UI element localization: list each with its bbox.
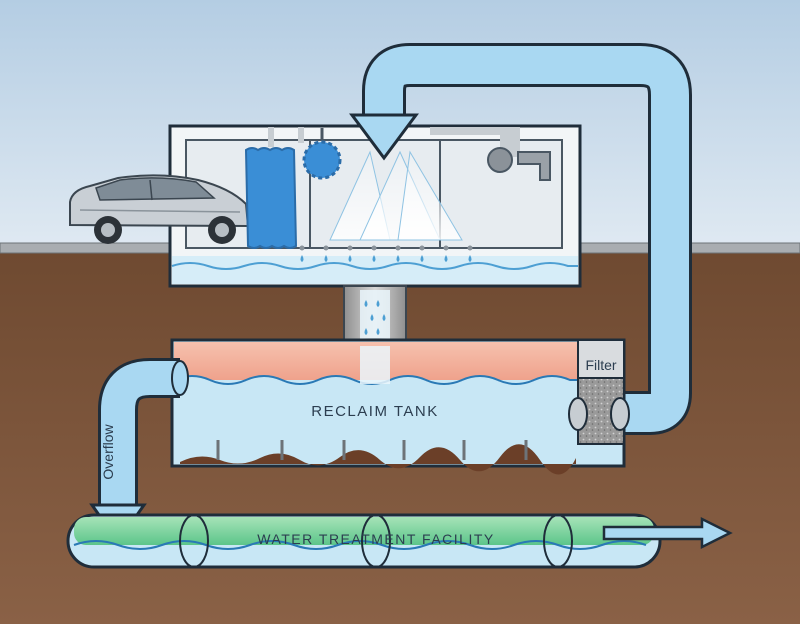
- spin-brush-icon: [302, 128, 342, 180]
- filter-label: Filter: [585, 357, 616, 373]
- flow-arrow-icon: [349, 113, 419, 161]
- overflow-label: Overflow: [100, 423, 116, 479]
- return-pipe: [362, 43, 692, 435]
- water-treatment-label: WATER TREATMENT FACILITY: [257, 531, 494, 547]
- reclaim-tank: [170, 338, 626, 475]
- car-icon: [69, 174, 250, 244]
- brush-icon: [244, 147, 298, 249]
- collection-trough: [171, 255, 578, 284]
- filter-icon: [568, 339, 630, 445]
- reclaim-tank-label: RECLAIM TANK: [311, 403, 438, 420]
- dryer-icon: [487, 147, 551, 181]
- spray-nozzle-icon: [329, 150, 463, 241]
- treatment-pipe: [66, 513, 733, 569]
- outflow-arrow-icon: [602, 516, 733, 550]
- drain-grate: [299, 245, 473, 251]
